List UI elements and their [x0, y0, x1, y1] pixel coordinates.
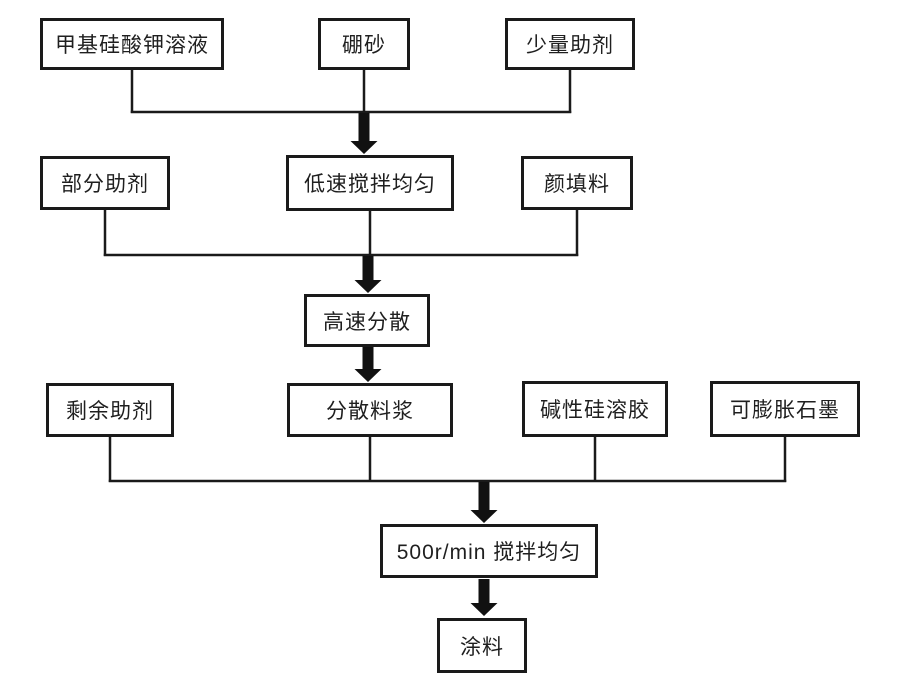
- node-high-speed-dispersion: 高速分散: [304, 294, 430, 347]
- node-label: 碱性硅溶胶: [540, 399, 650, 422]
- node-partial-additives: 部分助剂: [40, 156, 170, 210]
- node-label: 涂料: [460, 635, 504, 659]
- node-label: 颜填料: [544, 173, 610, 196]
- node-label: 低速搅拌均匀: [304, 173, 436, 196]
- node-label: 500r/min 搅拌均匀: [396, 541, 582, 564]
- node-expandable-graphite: 可膨胀石墨: [710, 381, 860, 437]
- flow-arrow: [470, 579, 498, 616]
- node-small-amount-of-additives: 少量助剂: [505, 18, 635, 70]
- node-label: 可膨胀石墨: [730, 399, 840, 422]
- node-label: 甲基硅酸钾溶液: [55, 34, 209, 57]
- node-borax: 硼砂: [318, 18, 410, 70]
- node-label: 部分助剂: [61, 173, 149, 196]
- node-stir-evenly-500rpm: 500r/min 搅拌均匀: [380, 524, 598, 578]
- node-label: 硼砂: [342, 34, 386, 57]
- node-methyl-potassium-silicate-solution: 甲基硅酸钾溶液: [40, 18, 224, 70]
- flow-arrow: [354, 256, 382, 293]
- node-low-speed-stir-evenly: 低速搅拌均匀: [286, 155, 454, 211]
- flow-arrow: [354, 347, 382, 382]
- node-coating: 涂料: [437, 618, 527, 673]
- flow-arrow: [470, 482, 498, 523]
- node-label: 剩余助剂: [66, 400, 154, 423]
- node-label: 少量助剂: [526, 34, 614, 57]
- node-alkaline-silica-sol: 碱性硅溶胶: [522, 381, 668, 437]
- node-label: 分散料浆: [326, 400, 414, 423]
- node-label: 高速分散: [323, 310, 411, 334]
- node-remaining-additives: 剩余助剂: [46, 383, 174, 437]
- node-pigment-and-filler: 颜填料: [521, 156, 633, 210]
- flow-arrow: [350, 113, 378, 154]
- node-dispersed-slurry: 分散料浆: [287, 383, 453, 437]
